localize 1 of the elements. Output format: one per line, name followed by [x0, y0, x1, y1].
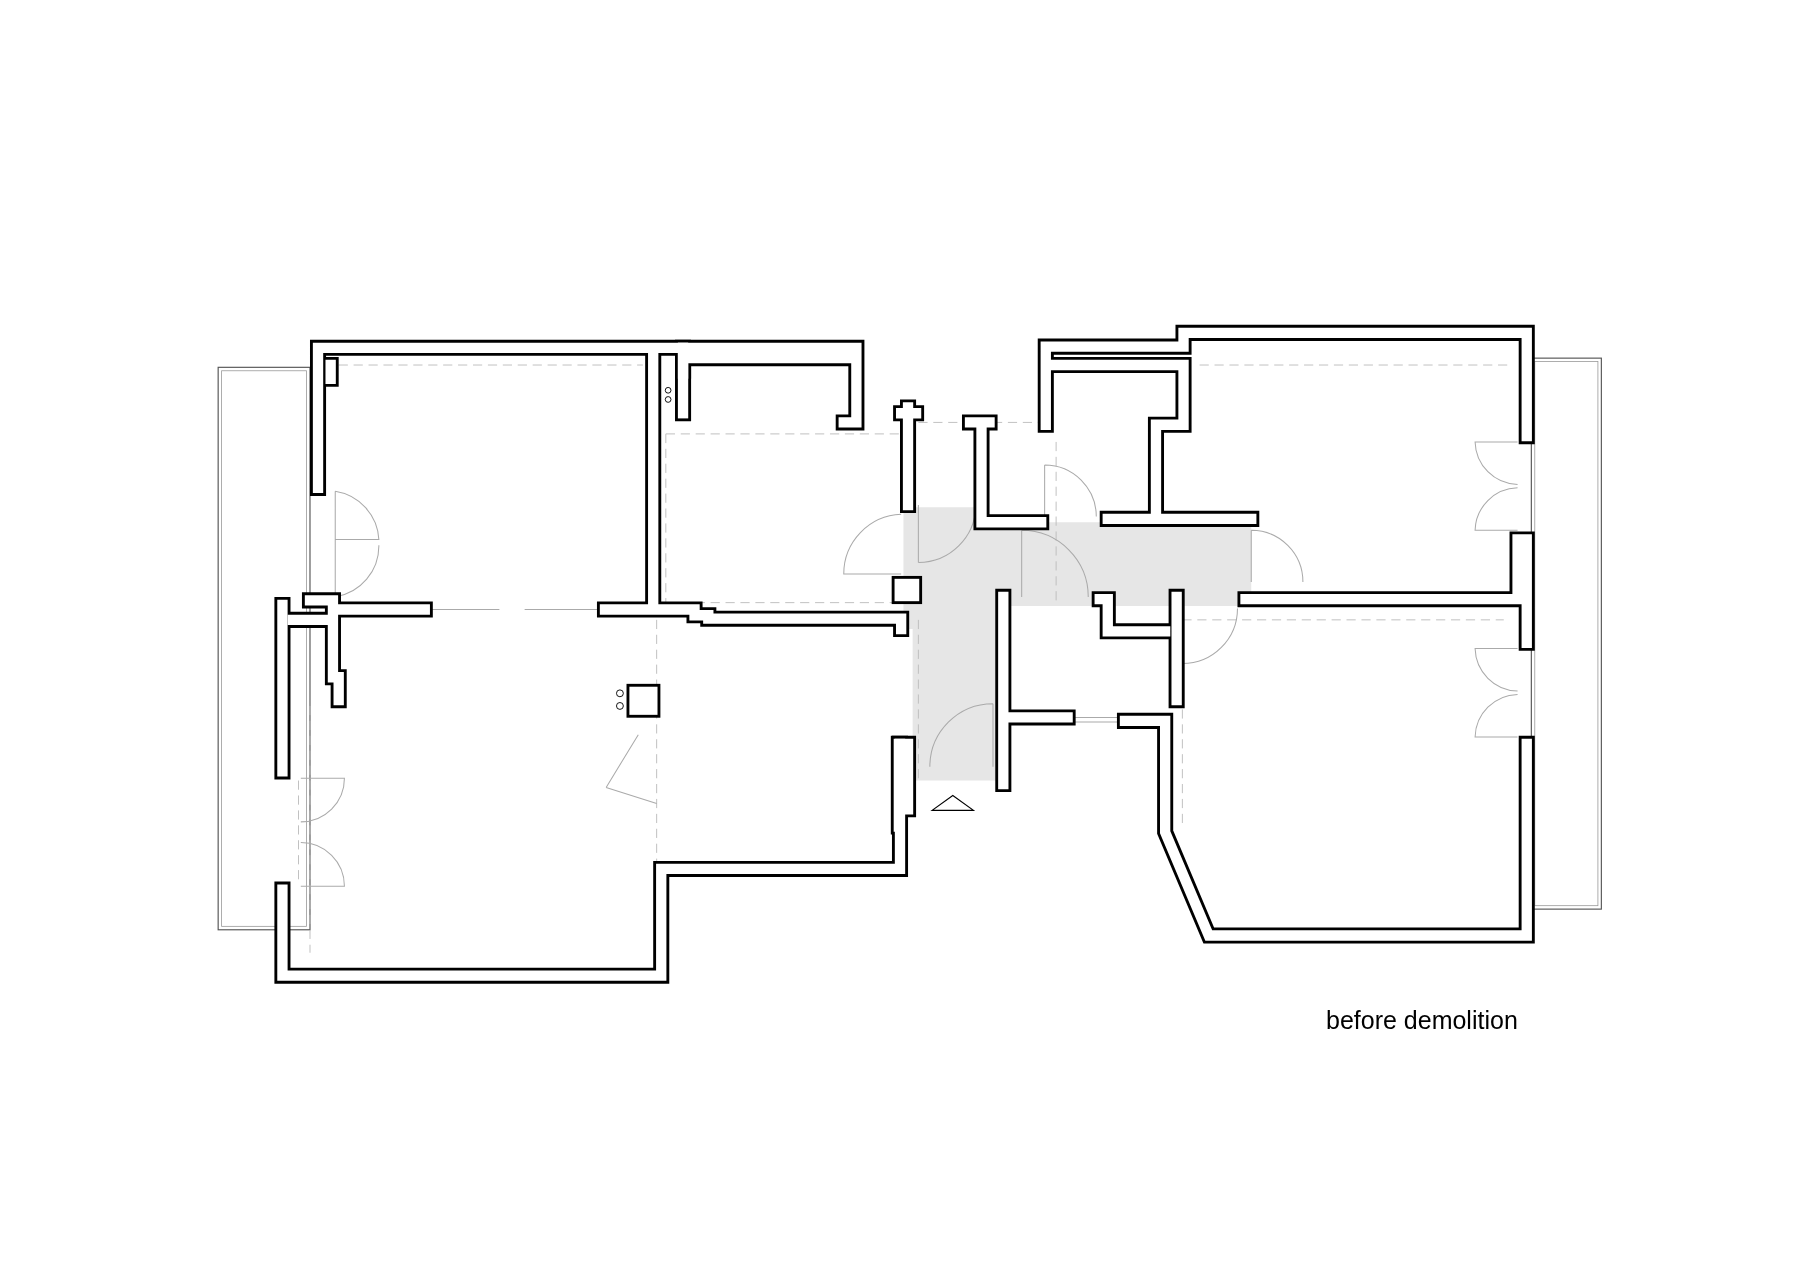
- caption: before demolition: [1326, 1006, 1518, 1035]
